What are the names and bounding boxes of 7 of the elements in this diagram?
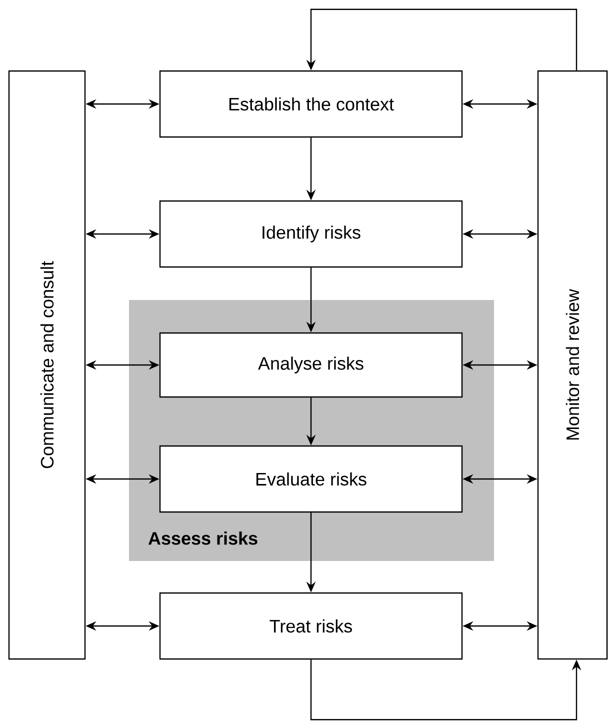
process-box: Evaluate risks: [159, 445, 463, 513]
process-box: Identify risks: [159, 200, 463, 268]
process-box: Establish the context: [159, 70, 463, 138]
process-box: Treat risks: [159, 592, 463, 660]
side-box: Communicate and consult: [8, 70, 86, 660]
side-box: Monitor and review: [537, 70, 608, 660]
process-box: Analyse risks: [159, 332, 463, 398]
